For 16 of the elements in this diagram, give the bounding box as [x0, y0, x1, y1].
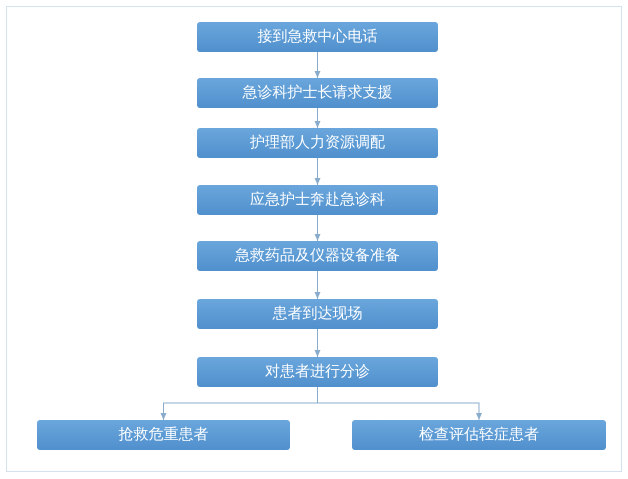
arrow — [314, 108, 320, 128]
process-box: 急救药品及仪器设备准备 — [197, 241, 438, 271]
process-box: 护理部人力资源调配 — [197, 128, 438, 158]
process-box: 检查评估轻症患者 — [352, 420, 606, 450]
process-box: 对患者进行分诊 — [197, 357, 438, 387]
process-box: 急诊科护士长请求支援 — [197, 78, 438, 108]
process-box: 应急护士奔赴急诊科 — [197, 185, 438, 215]
arrow — [314, 158, 320, 186]
arrow — [314, 328, 320, 358]
process-box: 抢救危重患者 — [37, 420, 290, 450]
arrow — [317, 386, 482, 420]
arrow — [314, 52, 320, 78]
arrow — [314, 270, 320, 300]
arrow — [314, 214, 320, 242]
process-box: 患者到达现场 — [197, 299, 438, 329]
process-box: 接到急救中心电话 — [197, 22, 438, 52]
